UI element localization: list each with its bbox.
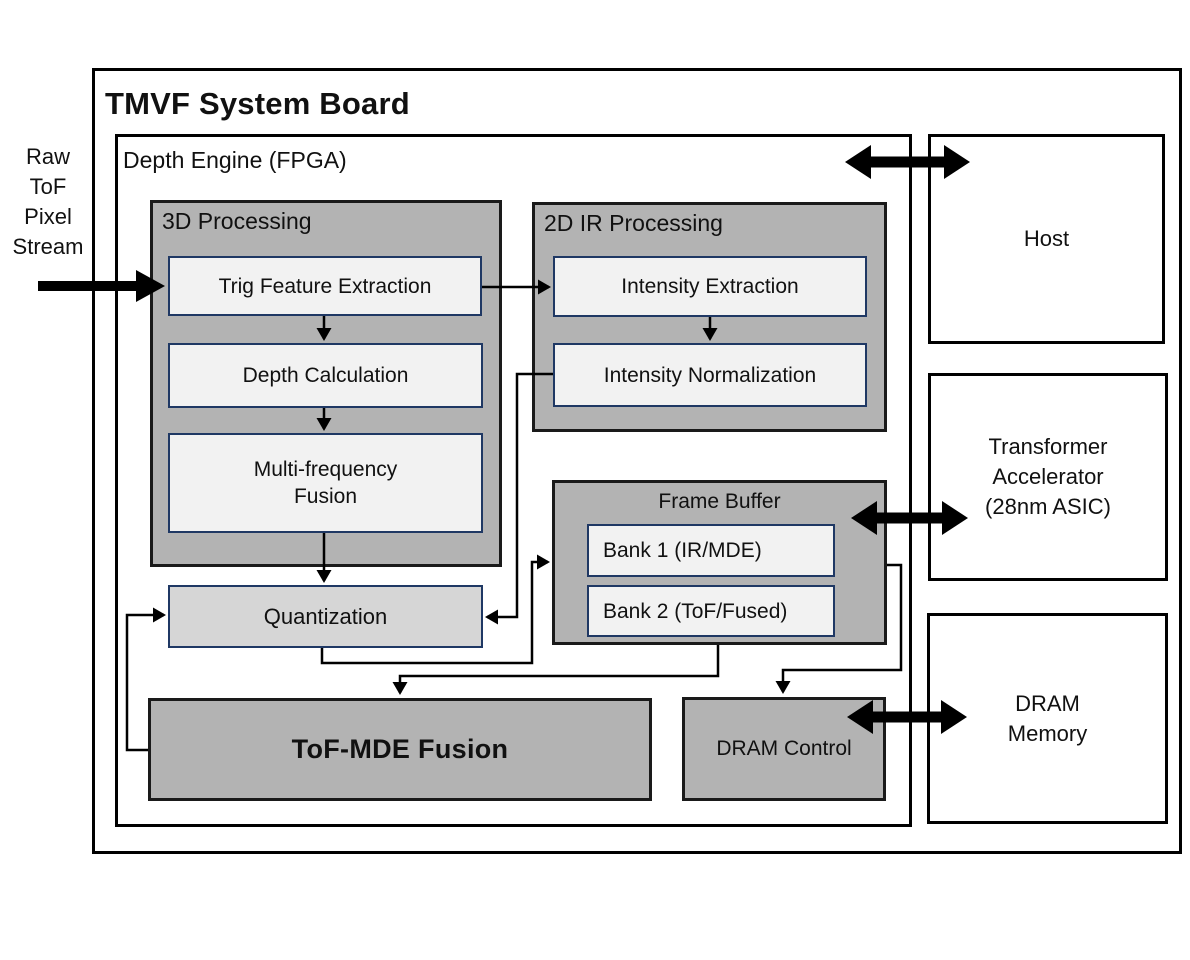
- tof-mde-fusion-block: ToF-MDE Fusion: [148, 698, 652, 801]
- depth-engine-label: Depth Engine (FPGA): [123, 147, 347, 173]
- processing-3d-label: 3D Processing: [162, 208, 312, 234]
- frame-buffer-label: Frame Buffer: [658, 490, 781, 513]
- transformer-accelerator-block: Transformer Accelerator (28nm ASIC): [928, 373, 1168, 581]
- trig-feature-extraction-block: Trig Feature Extraction: [168, 256, 482, 316]
- dram-control-block: DRAM Control: [682, 697, 886, 801]
- dram-memory-block: DRAM Memory: [927, 613, 1168, 824]
- frame-buffer-bank2-block: Bank 2 (ToF/Fused): [587, 585, 835, 637]
- frame-buffer-bank1-block: Bank 1 (IR/MDE): [587, 524, 835, 577]
- depth-engine-box: [115, 134, 912, 827]
- multi-frequency-fusion-block: Multi-frequency Fusion: [168, 433, 483, 533]
- intensity-normalization-block: Intensity Normalization: [553, 343, 867, 407]
- board-title: TMVF System Board: [105, 86, 410, 121]
- depth-calculation-block: Depth Calculation: [168, 343, 483, 408]
- host-block: Host: [928, 134, 1165, 344]
- processing-2d-label: 2D IR Processing: [544, 210, 723, 236]
- intensity-extraction-block: Intensity Extraction: [553, 256, 867, 317]
- input-stream-label: Raw ToF Pixel Stream: [12, 144, 84, 259]
- quantization-block: Quantization: [168, 585, 483, 648]
